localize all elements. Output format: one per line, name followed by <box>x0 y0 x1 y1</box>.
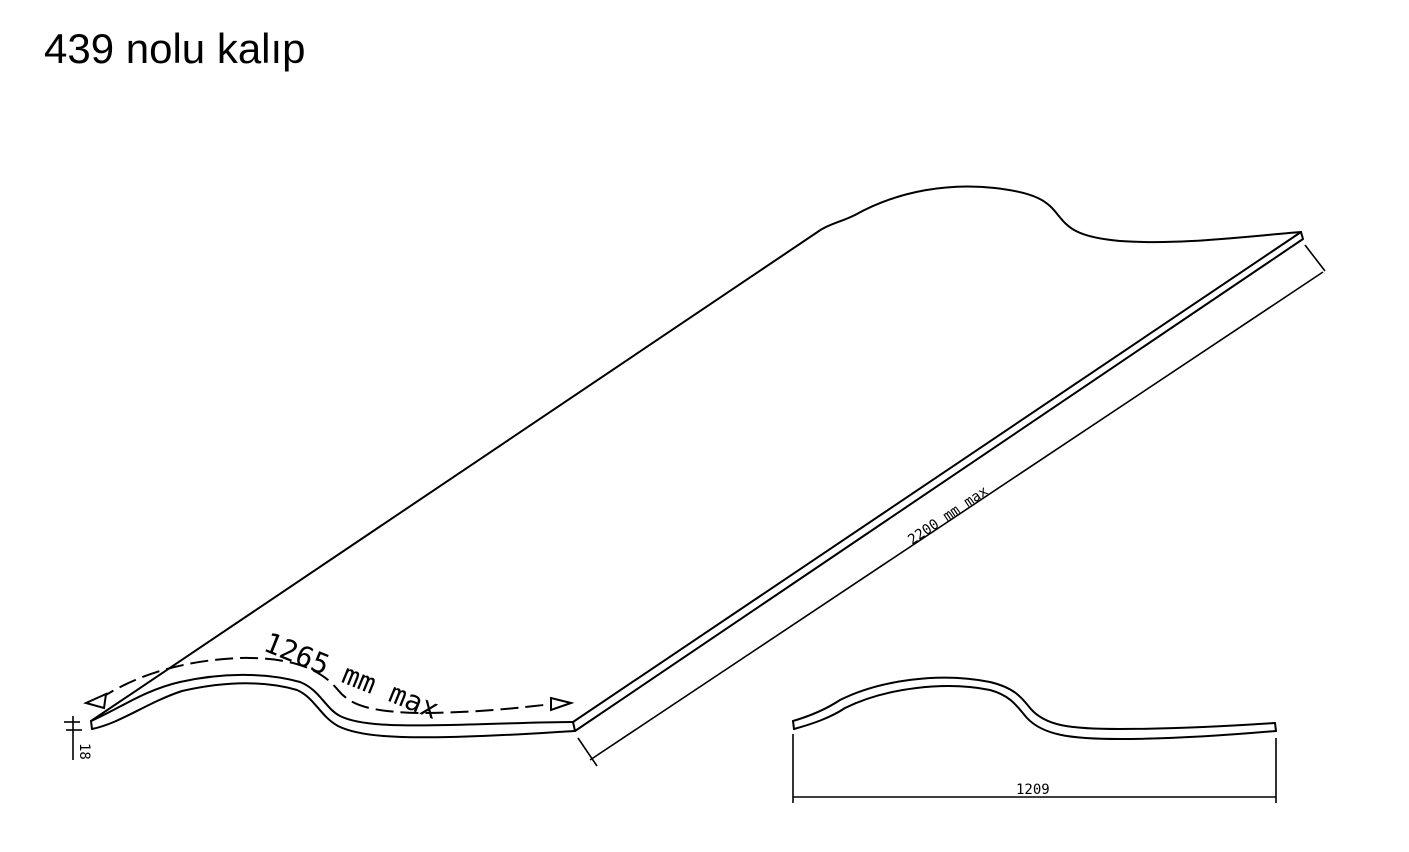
tile-top-outline <box>90 185 1302 723</box>
arc-dimension-label: 1265 mm max <box>259 626 443 726</box>
thickness-dimension: 18 <box>64 716 92 760</box>
width-dimension-label: 1209 <box>1016 782 1050 798</box>
section-profile-bottom <box>793 685 1277 740</box>
front-profile-bottom <box>91 682 576 739</box>
length-dimension: 2200 mm max <box>577 244 1326 767</box>
length-dimension-line <box>589 271 1324 761</box>
arc-dimension-line <box>97 656 553 715</box>
thickness-label: 18 <box>76 743 92 760</box>
length-dimension-label: 2200 mm max <box>905 483 991 548</box>
front-right-cap <box>572 721 576 732</box>
arc-arrow-right <box>550 696 575 712</box>
section-right-cap <box>1274 722 1277 732</box>
arc-arrow-left <box>83 692 108 710</box>
section-profile-top <box>792 676 1276 730</box>
side-bottom-edge <box>574 231 1304 732</box>
front-profile-top <box>90 673 574 727</box>
front-left-cap <box>90 720 93 730</box>
length-tick-start <box>577 737 598 767</box>
tile-3d-view <box>90 185 1304 739</box>
section-left-cap <box>792 720 795 730</box>
length-tick-end <box>1304 244 1326 272</box>
cross-section-view: 1209 <box>792 676 1277 803</box>
drawing-title: 439 nolu kalıp <box>44 25 306 72</box>
